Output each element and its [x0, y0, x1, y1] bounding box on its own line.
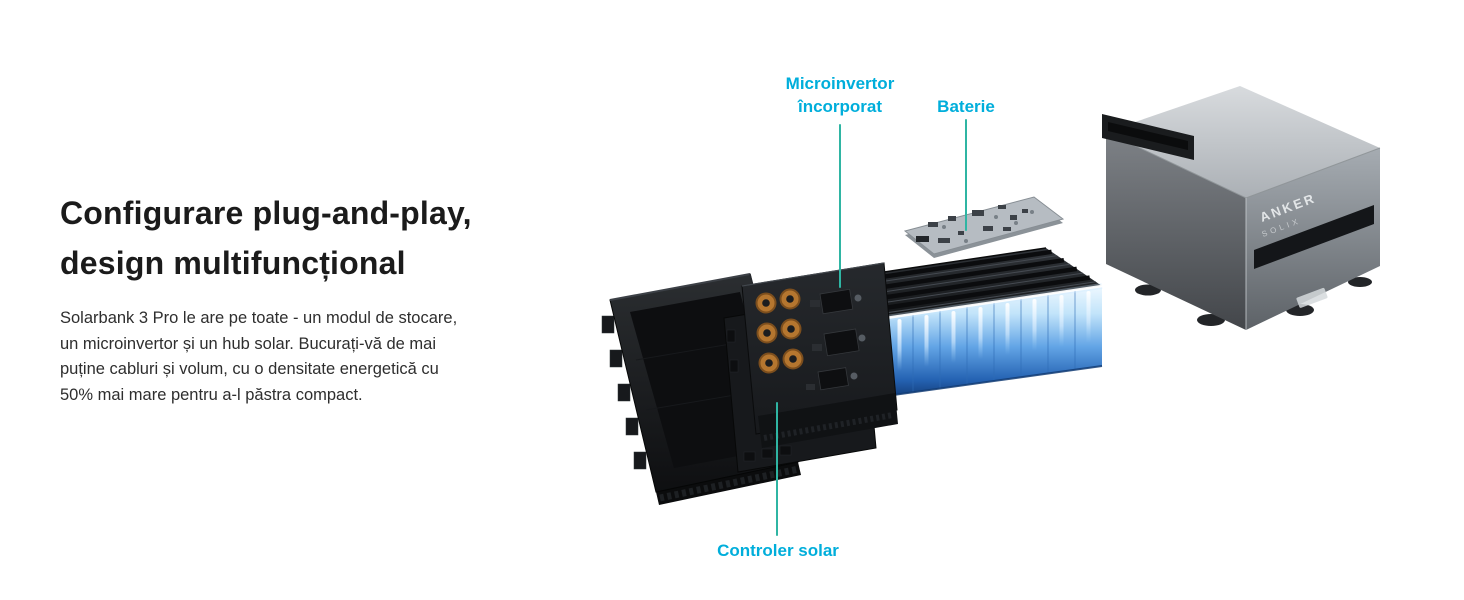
callout-solar-controller: Controler solar	[717, 541, 839, 560]
description-line: 50% mai mare pentru a-l păstra compact.	[60, 385, 363, 404]
enclosure: ANKER SOLIX	[1102, 86, 1381, 330]
callout-microinverter-line-1: Microinvertor	[785, 74, 895, 93]
description-line: puține cabluri și volum, cu o densitate …	[60, 360, 439, 378]
enclosure-top-face	[1106, 86, 1380, 198]
section-description: Solarbank 3 Pro le are pe toate - un mod…	[60, 306, 580, 408]
description-line: Solarbank 3 Pro le are pe toate - un mod…	[60, 309, 458, 327]
callout-microinverter-line-2: încorporat	[797, 97, 883, 116]
heading-line-2: design multifuncțional	[60, 245, 406, 281]
board-components	[928, 205, 1028, 243]
heatsink	[758, 393, 898, 448]
battery-light-strips	[897, 291, 1091, 371]
transformer-blocks	[817, 288, 860, 391]
microinverter-board	[741, 262, 898, 448]
callout-battery: Baterie	[937, 97, 995, 116]
leader-line-battery	[965, 119, 967, 231]
spec-badge	[1296, 287, 1328, 308]
heading-line-1: Configurare plug-and-play,	[60, 195, 472, 231]
section-heading: Configurare plug-and-play, design multif…	[60, 188, 600, 288]
leader-line-solar-controller	[776, 402, 778, 536]
battery-cell-separators	[912, 290, 1076, 393]
description-line: un microinvertor și un hub solar. Bucura…	[60, 334, 437, 353]
vent-slot	[1254, 205, 1374, 269]
product-render: ANKER SOLIX	[601, 86, 1381, 505]
mounting-tabs	[601, 315, 647, 470]
callout-microinverter: Microinvertor încorporat	[740, 72, 940, 118]
leader-line-microinverter	[839, 124, 841, 288]
hub-circuit-board	[903, 196, 1065, 258]
